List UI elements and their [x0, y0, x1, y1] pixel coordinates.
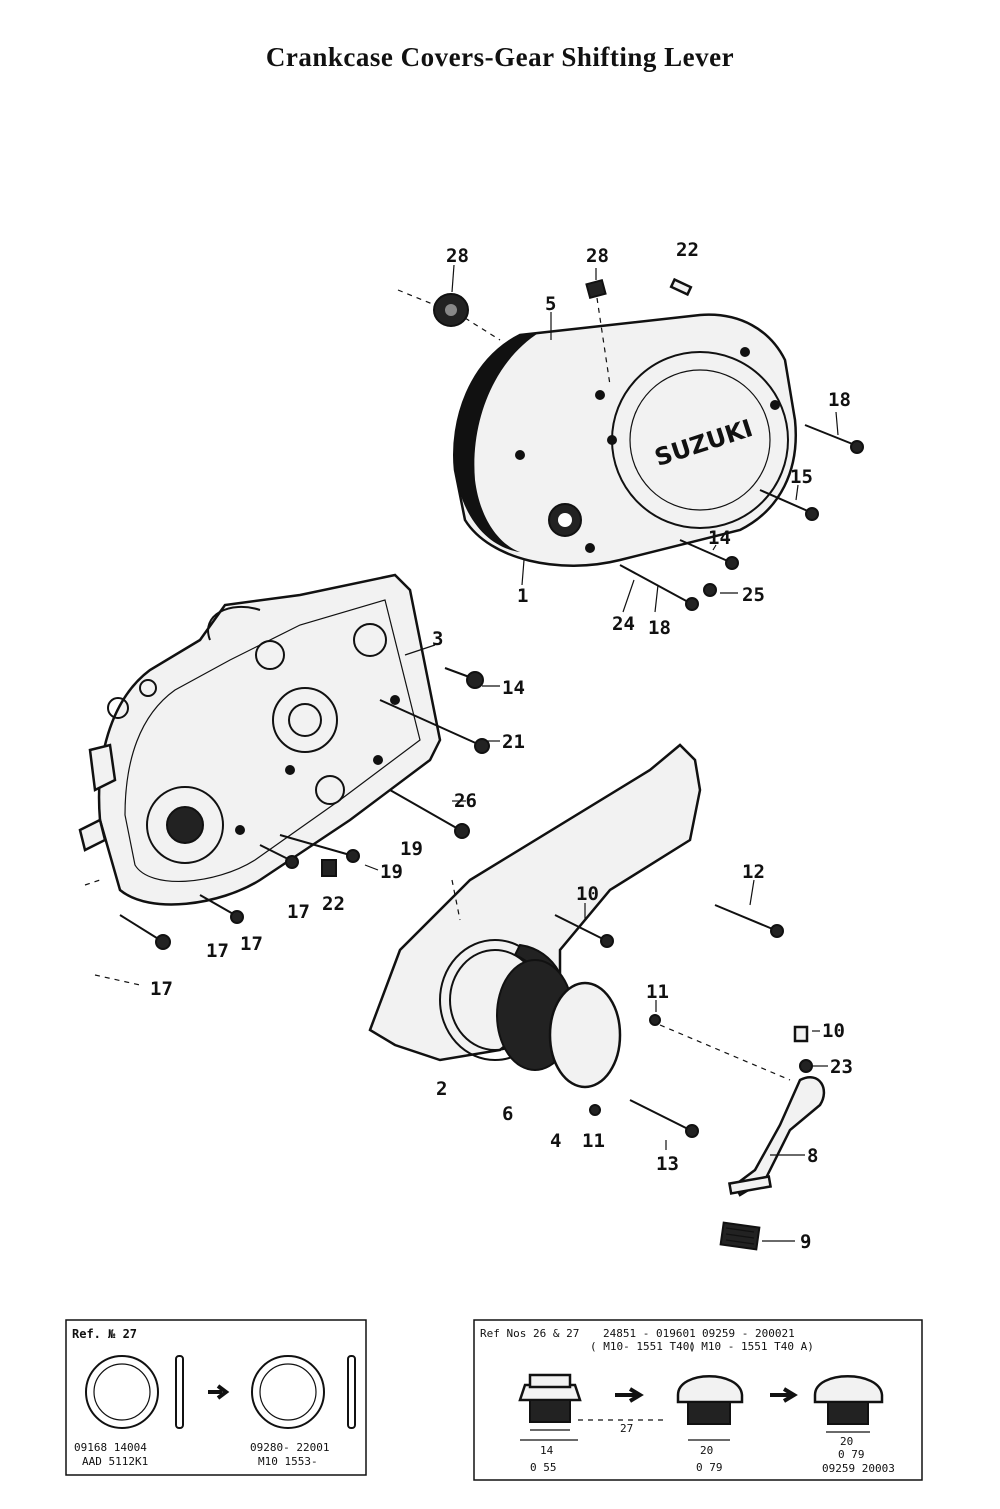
callout-numbers: 28 28 22 5 18 15 14 25 1 24 18 3 14 21 2… — [150, 239, 853, 1253]
callout-28-plug: 28 — [586, 245, 609, 267]
inset-right-part1: 24851 - 019601 — [603, 1327, 696, 1340]
callout-22-top: 22 — [676, 239, 699, 261]
inset-right-code2: ( M10 - 1551 T40 A) — [688, 1340, 814, 1353]
leader-lines — [84, 264, 839, 1242]
callout-22-case: 22 — [322, 893, 345, 915]
callout-18-bottom: 18 — [648, 617, 671, 639]
callout-26: 26 — [454, 790, 477, 812]
callout-1: 1 — [517, 585, 528, 607]
callout-19-right: 19 — [400, 838, 423, 860]
inset-dim2: 20 — [700, 1444, 713, 1457]
gear-shift-lever — [719, 1076, 826, 1251]
inset-right-header-ref: Ref Nos 26 & 27 — [480, 1327, 579, 1340]
callout-3: 3 — [432, 628, 443, 650]
callout-2: 2 — [436, 1078, 447, 1100]
callout-10-cover: 10 — [576, 883, 599, 905]
callout-25: 25 — [742, 584, 765, 606]
callout-18-top: 18 — [828, 389, 851, 411]
crankcase-half — [78, 573, 442, 906]
callout-15: 15 — [790, 466, 813, 488]
callout-21: 21 — [502, 731, 525, 753]
callout-23: 23 — [830, 1056, 853, 1078]
inspection-cap — [548, 981, 622, 1089]
callout-8: 8 — [807, 1145, 818, 1167]
inset-left-header: Ref. № 27 — [72, 1327, 137, 1341]
inset-right-code1: ( M10- 1551 T40) — [590, 1340, 696, 1353]
callout-17-d: 17 — [150, 978, 173, 1000]
callout-14-case: 14 — [502, 677, 525, 699]
inset-dim2-in: 0 79 — [696, 1461, 723, 1474]
callout-28-seal: 28 — [446, 245, 469, 267]
callout-10-lever: 10 — [822, 1020, 845, 1042]
inset-left-new-code: M10 1553- — [258, 1455, 318, 1468]
inset-dim1-in: 0 55 — [530, 1461, 557, 1474]
callout-11-bottom: 11 — [582, 1130, 605, 1152]
inset-dim3-in: 0 79 — [838, 1448, 865, 1461]
callout-9: 9 — [800, 1231, 811, 1253]
inset-ref-26-27: Ref Nos 26 & 27 24851 - 019601 ( M10- 15… — [473, 1319, 923, 1481]
inset-ref-27-label: 27 — [620, 1422, 633, 1435]
callout-6: 6 — [502, 1103, 513, 1125]
page-title: Crankcase Covers-Gear Shifting Lever — [265, 42, 735, 72]
callout-5: 5 — [545, 293, 556, 315]
inset-dim1: 14 — [540, 1444, 554, 1457]
inset-left-old-code: AAD 5112K1 — [82, 1455, 148, 1468]
inset-dim3: 20 — [840, 1435, 853, 1448]
callout-11-top: 11 — [646, 981, 669, 1003]
callout-17-c: 17 — [240, 933, 263, 955]
callout-17-b: 17 — [206, 940, 229, 962]
inset-ref-27: Ref. № 27 09168 14004 AAD 5112K1 09280- … — [65, 1319, 367, 1476]
bolts — [119, 277, 864, 1138]
callout-24: 24 — [612, 613, 635, 635]
callout-17-a: 17 — [287, 901, 310, 923]
inset-final-part: 09259 20003 — [822, 1462, 895, 1475]
callout-12: 12 — [742, 861, 765, 883]
callout-19-left: 19 — [380, 861, 403, 883]
inset-left-new-part: 09280- 22001 — [250, 1441, 329, 1454]
callout-13: 13 — [656, 1153, 679, 1175]
inset-right-part2: 09259 - 200021 — [702, 1327, 795, 1340]
right-crankcase-cover: SUZUKI — [453, 313, 797, 567]
callout-14-cover: 14 — [708, 527, 731, 549]
callout-4: 4 — [550, 1130, 561, 1152]
inset-left-old-part: 09168 14004 — [74, 1441, 147, 1454]
